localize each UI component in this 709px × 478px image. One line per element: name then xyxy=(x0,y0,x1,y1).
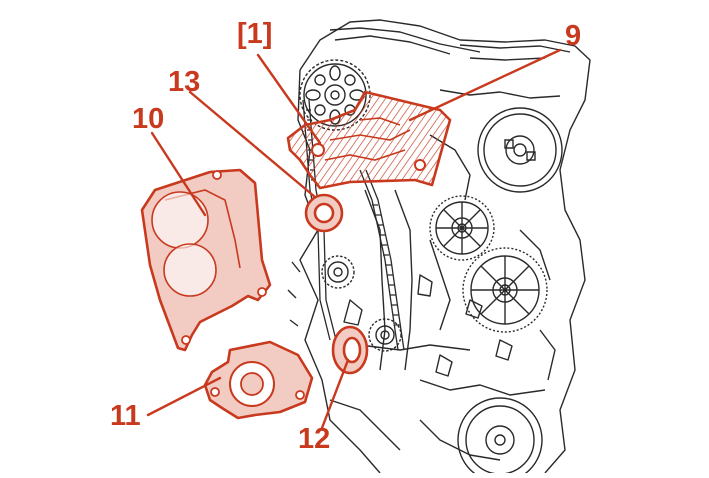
callout-10: 10 xyxy=(132,103,165,135)
accessory-pulleys xyxy=(429,107,563,478)
callout-9: 9 xyxy=(565,20,582,52)
engine-block xyxy=(287,19,591,474)
leader-lines xyxy=(146,48,562,430)
lower-timing-cover-part-10 xyxy=(140,168,272,352)
seal-ring-part-12 xyxy=(331,325,369,375)
leader-10 xyxy=(150,131,207,217)
pulley-part-13 xyxy=(304,193,344,233)
callout-1: [1] xyxy=(237,18,273,50)
crank-housing-part-11 xyxy=(203,340,314,420)
leader-11 xyxy=(146,376,222,417)
leader-12 xyxy=(320,358,350,430)
leader-13 xyxy=(188,90,317,199)
leader-1 xyxy=(256,53,322,145)
callout-13: 13 xyxy=(168,66,201,98)
callout-12: 12 xyxy=(298,423,331,455)
idler-pulleys xyxy=(321,255,402,352)
leader-9 xyxy=(408,48,562,122)
upper-timing-cover-part-9 xyxy=(286,90,452,190)
callout-11: 11 xyxy=(110,400,141,432)
